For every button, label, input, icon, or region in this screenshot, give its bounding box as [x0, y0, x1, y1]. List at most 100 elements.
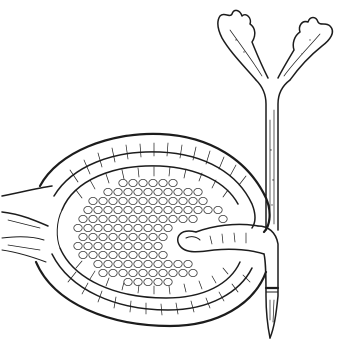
endosperm-cell — [109, 269, 117, 276]
endosperm-cell — [129, 269, 137, 276]
endosperm-cell — [164, 260, 172, 267]
endosperm-cell — [174, 260, 182, 267]
endosperm-cell — [194, 206, 202, 213]
endosperm-cell — [159, 179, 167, 186]
endosperm-cell — [89, 215, 97, 222]
endosperm-cell — [159, 233, 167, 240]
endosperm-cell — [114, 242, 122, 249]
endosperm-cell — [189, 197, 197, 204]
endosperm-cell — [159, 197, 167, 204]
endosperm-cell — [84, 224, 92, 231]
endosperm-cell — [174, 206, 182, 213]
endosperm-cell — [94, 224, 102, 231]
endosperm-cell — [139, 233, 147, 240]
endosperm-cell — [79, 233, 87, 240]
endosperm-cell — [139, 269, 147, 276]
endosperm-cell — [134, 242, 142, 249]
endosperm-cell — [134, 224, 142, 231]
endosperm-cell — [109, 215, 117, 222]
endosperm-cell — [149, 251, 157, 258]
endosperm-cell — [154, 242, 162, 249]
endosperm-cell — [109, 233, 117, 240]
endosperm-cell — [144, 206, 152, 213]
endosperm-cell — [89, 251, 97, 258]
endosperm-cell — [94, 242, 102, 249]
endosperm-cell — [104, 206, 112, 213]
endosperm-cell — [189, 269, 197, 276]
endosperm-cell — [144, 188, 152, 195]
endosperm-cell — [144, 260, 152, 267]
endosperm-cell — [104, 224, 112, 231]
endosperm-cell — [124, 206, 132, 213]
endosperm-cell — [199, 197, 207, 204]
endosperm-cell — [194, 188, 202, 195]
endosperm-cell — [89, 197, 97, 204]
endosperm-cell — [129, 215, 137, 222]
endosperm-cell — [99, 215, 107, 222]
endosperm-cell — [154, 188, 162, 195]
endosperm-cell — [129, 251, 137, 258]
endosperm-cell — [74, 224, 82, 231]
endosperm-cell — [139, 215, 147, 222]
endosperm-cell — [114, 260, 122, 267]
endosperm-cell — [89, 233, 97, 240]
endosperm-cell — [214, 206, 222, 213]
endosperm-cell — [124, 224, 132, 231]
endosperm-cell — [99, 233, 107, 240]
endosperm-cell — [149, 215, 157, 222]
endosperm-cell — [144, 278, 152, 285]
endosperm-cell — [159, 215, 167, 222]
endosperm-cell — [164, 188, 172, 195]
endosperm-cell — [139, 251, 147, 258]
endosperm-cell — [114, 206, 122, 213]
endosperm-cell — [129, 179, 137, 186]
endosperm-cell — [94, 260, 102, 267]
hypocotyl — [256, 80, 290, 230]
endosperm-cell — [139, 197, 147, 204]
endosperm-cell — [149, 179, 157, 186]
endosperm-cell — [219, 215, 227, 222]
endosperm-cell — [204, 206, 212, 213]
endosperm-cell — [119, 215, 127, 222]
funicle — [2, 186, 52, 262]
endosperm-cell — [134, 260, 142, 267]
endosperm-cell — [84, 242, 92, 249]
endosperm-cell — [104, 188, 112, 195]
endosperm-cell — [109, 197, 117, 204]
endosperm-cell — [94, 206, 102, 213]
endosperm-cell — [119, 269, 127, 276]
endosperm-cell — [154, 278, 162, 285]
embryo-cotyledon — [178, 224, 264, 254]
endosperm-cell — [184, 188, 192, 195]
endosperm-cell — [159, 251, 167, 258]
endosperm-cell — [184, 206, 192, 213]
endosperm-cell — [134, 188, 142, 195]
endosperm-cell — [79, 251, 87, 258]
endosperm-cell — [179, 215, 187, 222]
endosperm-cell — [154, 206, 162, 213]
endosperm-cell — [114, 224, 122, 231]
endosperm-cell — [99, 269, 107, 276]
endosperm-cell — [149, 269, 157, 276]
endosperm-cell — [104, 260, 112, 267]
endosperm-cell — [154, 224, 162, 231]
endosperm-cell — [179, 269, 187, 276]
endosperm-cell — [119, 179, 127, 186]
endosperm-cell — [124, 242, 132, 249]
endosperm-cells — [74, 179, 227, 285]
endosperm-cell — [124, 188, 132, 195]
endosperm-cell — [169, 269, 177, 276]
endosperm-cell — [169, 215, 177, 222]
endosperm-cell — [169, 197, 177, 204]
endosperm-cell — [169, 179, 177, 186]
endosperm-cell — [144, 242, 152, 249]
endosperm-cell — [179, 197, 187, 204]
endosperm-cell — [114, 188, 122, 195]
endosperm-cell — [164, 278, 172, 285]
endosperm-cell — [79, 215, 87, 222]
endosperm-cell — [74, 242, 82, 249]
endosperm-cell — [174, 188, 182, 195]
endosperm-cell — [164, 206, 172, 213]
endosperm-cell — [154, 260, 162, 267]
